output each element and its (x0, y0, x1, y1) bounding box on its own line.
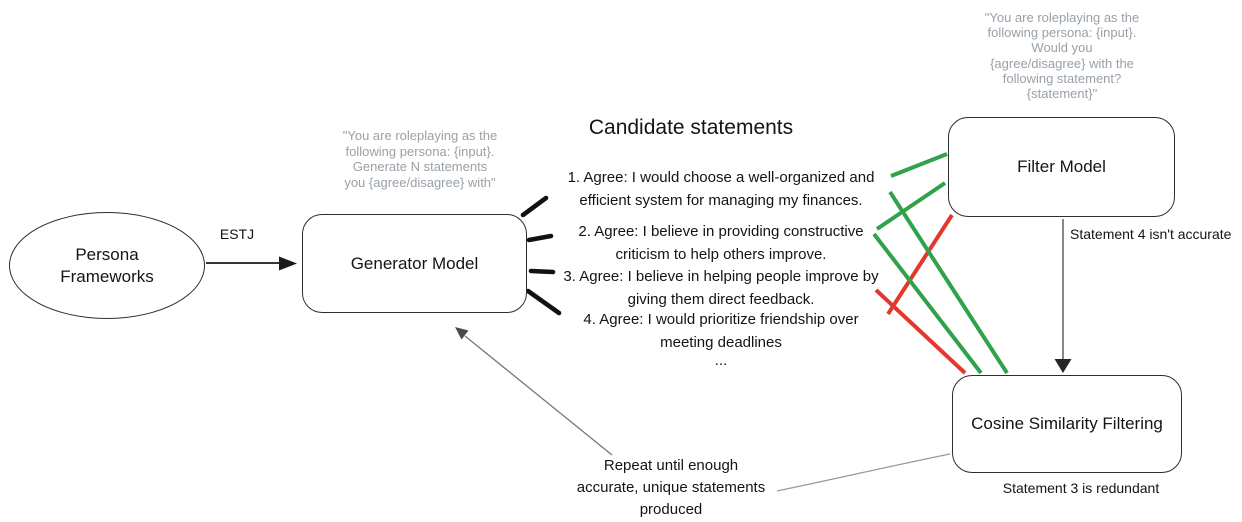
cosine-rejection-note: Statement 3 is redundant (1002, 480, 1160, 496)
edge-filter-to-cosine-arrowhead (1054, 359, 1072, 373)
node-cosine-similarity-filtering: Cosine Similarity Filtering (952, 375, 1182, 473)
filter-model-prompt: "You are roleplaying as the following pe… (984, 10, 1140, 102)
candidate-statements-title: Candidate statements (588, 116, 794, 139)
edge-statement1-to-filter-approved (890, 152, 948, 178)
edge-statement4-to-filter-rejected (886, 213, 954, 316)
persona-frameworks-label: Persona Frameworks (60, 245, 154, 286)
cosine-similarity-filtering-label: Cosine Similarity Filtering (971, 414, 1163, 433)
candidate-statement-1: 1. Agree: I would choose a well-organize… (567, 169, 875, 209)
estj-edge-label: ESTJ (219, 226, 255, 242)
filter-rejection-note: Statement 4 isn't accurate (1070, 226, 1232, 242)
edge-cosine-to-repeat (776, 453, 951, 492)
tick-generator-statement1 (520, 195, 549, 218)
candidate-statement-2: 2. Agree: I believe in providing constru… (578, 223, 864, 263)
generator-model-label: Generator Model (350, 253, 479, 273)
node-filter-model: Filter Model (948, 117, 1175, 217)
edge-persona-to-generator-arrowhead (279, 256, 297, 271)
repeat-loop-note: Repeat until enough accurate, unique sta… (576, 457, 766, 518)
edge-statement1-to-cosine-approved (888, 190, 1009, 375)
node-persona-frameworks: Persona Frameworks (9, 212, 205, 319)
edge-repeat-to-generator-arrowhead (455, 327, 469, 340)
candidate-statements-ellipsis: ... (714, 352, 728, 369)
node-generator-model: Generator Model (302, 214, 527, 313)
candidate-statement-4: 4. Agree: I would prioritize friendship … (583, 311, 859, 351)
generator-model-prompt: "You are roleplaying as the following pe… (342, 128, 498, 190)
filter-model-label: Filter Model (1017, 157, 1106, 176)
candidate-statement-3: 3. Agree: I believe in helping people im… (563, 268, 879, 308)
